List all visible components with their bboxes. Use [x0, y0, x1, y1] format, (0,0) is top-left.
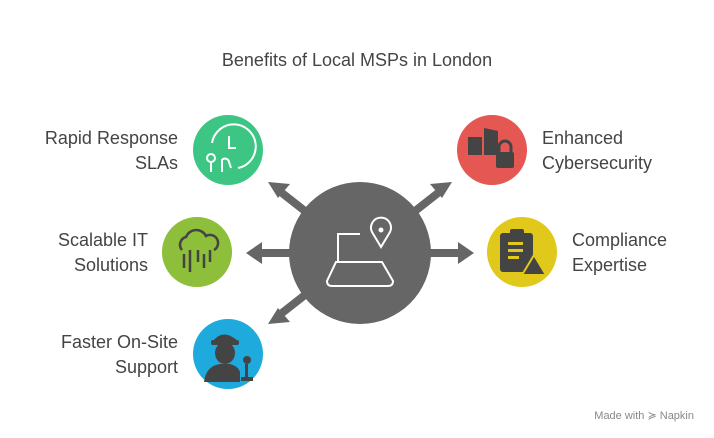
label-line: Cybersecurity [542, 153, 653, 173]
building-lock-icon [468, 128, 514, 168]
label-line: Rapid Response [44, 128, 178, 148]
diagram-title: Benefits of Local MSPs in London [221, 50, 493, 70]
benefit-label-cybersecurity: Enhanced Cybersecurity [542, 126, 652, 176]
technician-icon [204, 334, 253, 382]
benefit-faster-onsite-circle [193, 319, 263, 389]
clipboard-warning-icon [500, 229, 548, 276]
benefit-rapid-response-circle [193, 115, 263, 185]
label-line: Faster On-Site [60, 332, 178, 352]
arrow-left [246, 242, 295, 264]
benefit-label-rapid-response: Rapid Response SLAs [45, 126, 178, 176]
label-line: Compliance [572, 230, 668, 250]
center-circle [289, 182, 431, 324]
label-line: Enhanced [542, 128, 624, 148]
clock-route-icon [206, 123, 257, 172]
arrow-right [425, 242, 474, 264]
benefit-scalable-it-circle [162, 217, 232, 287]
cloud-circuit-icon [178, 228, 220, 272]
label-line: Expertise [572, 255, 648, 275]
benefit-label-compliance: Compliance Expertise [572, 228, 667, 278]
napkin-watermark: Made with ≽ Napkin [594, 410, 694, 422]
label-line: Scalable IT [57, 230, 148, 250]
benefit-compliance-circle [487, 217, 557, 287]
benefit-cybersecurity-circle [457, 115, 527, 185]
label-line: Support [114, 357, 178, 377]
benefit-label-faster-onsite: Faster On-Site Support [61, 330, 178, 380]
benefit-label-scalable-it: Scalable IT Solutions [58, 228, 148, 278]
label-line: Solutions [73, 255, 148, 275]
laptop-location-icon [325, 216, 395, 287]
label-line: SLAs [134, 153, 178, 173]
